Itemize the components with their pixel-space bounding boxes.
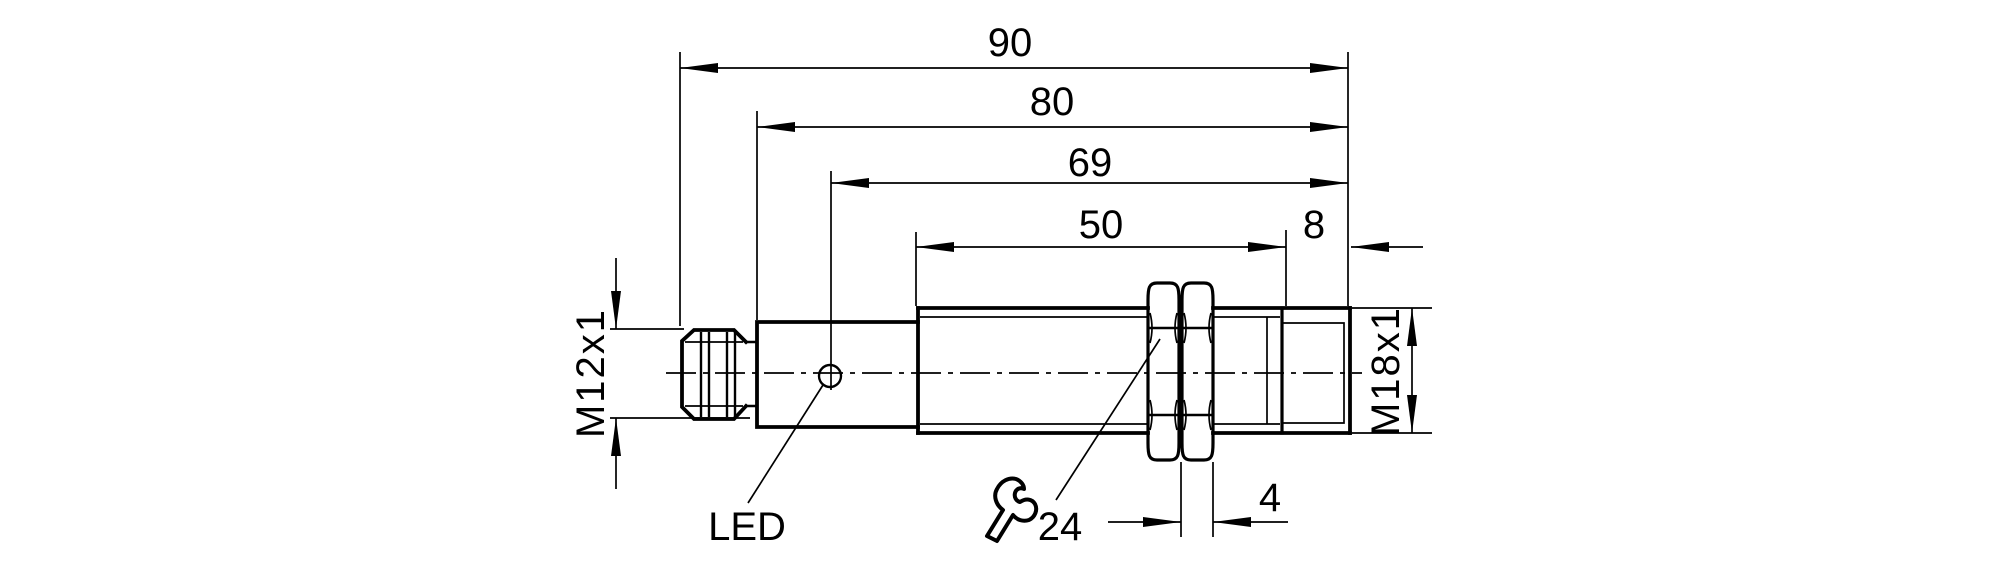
extension-lines [1180,462,1214,537]
arrowhead-left [1213,517,1251,527]
arrowhead-left [1351,242,1389,252]
arrowhead-up [1407,308,1417,346]
left-nut-outline [1146,281,1181,462]
thread-label-m12x1: M12x1 [569,308,613,438]
led-callout: LED [708,384,824,549]
arrowhead-right [1310,122,1348,132]
dimension-tip-8: 8 [1303,203,1423,252]
arrowhead-right [1310,63,1348,73]
dimension-overall-90: 90 [679,21,1349,326]
arrowhead-left [757,122,795,132]
arrowhead-down [1407,395,1417,433]
arrowhead-down [611,291,621,329]
arrowhead-up [611,418,621,456]
arrowhead-left [831,178,869,188]
arrowhead-right [1310,178,1348,188]
wrench-leader-line [1055,338,1161,501]
plug-outline [680,328,749,421]
plug-thread-lines [699,332,737,417]
dimension-label-90: 90 [988,21,1033,65]
body-outer-left [916,306,1150,435]
dimension-label-4: 4 [1259,476,1281,520]
nut-face-lines [1148,326,1213,417]
led-indicator-dot [817,363,843,389]
wrench-callout: 24 [985,338,1161,549]
wrench-size-label: 24 [1038,505,1083,549]
hex-lock-nuts [1146,281,1215,462]
dimension-label-69: 69 [1068,141,1113,185]
dimension-label-80: 80 [1030,80,1075,124]
dimension-connector-thread-m12: M12x1 [569,258,750,489]
dimension-thread-50: 50 [915,203,1287,306]
sensor-outline [666,281,1362,462]
threaded-body [916,306,1352,435]
dimension-label-50: 50 [1079,203,1124,247]
connector-plug [680,328,757,421]
dimension-led-69: 69 [830,141,1348,390]
open-end-wrench-icon [985,476,1039,543]
dimension-body-thread-m18: M18x1 [1352,306,1432,436]
plug-thread-root-lines [685,341,743,407]
arrowhead-right [1143,517,1181,527]
nut-chamfer-arcs [1149,312,1212,431]
led-leader-line [747,384,824,504]
arrowhead-left [916,242,954,252]
housing-barrel [755,306,920,435]
thread-label-m18x1: M18x1 [1364,306,1408,436]
thread-root-lines [920,316,1280,425]
right-nut-outline [1180,281,1215,462]
arrowhead-left [680,63,718,73]
dimension-label-8: 8 [1303,203,1325,247]
dimension-nut-4: 4 [1108,462,1288,537]
barrel-outline [755,320,920,429]
led-label: LED [708,505,786,549]
dimension-housing-80: 80 [756,80,1348,320]
arrowhead-right [1248,242,1286,252]
